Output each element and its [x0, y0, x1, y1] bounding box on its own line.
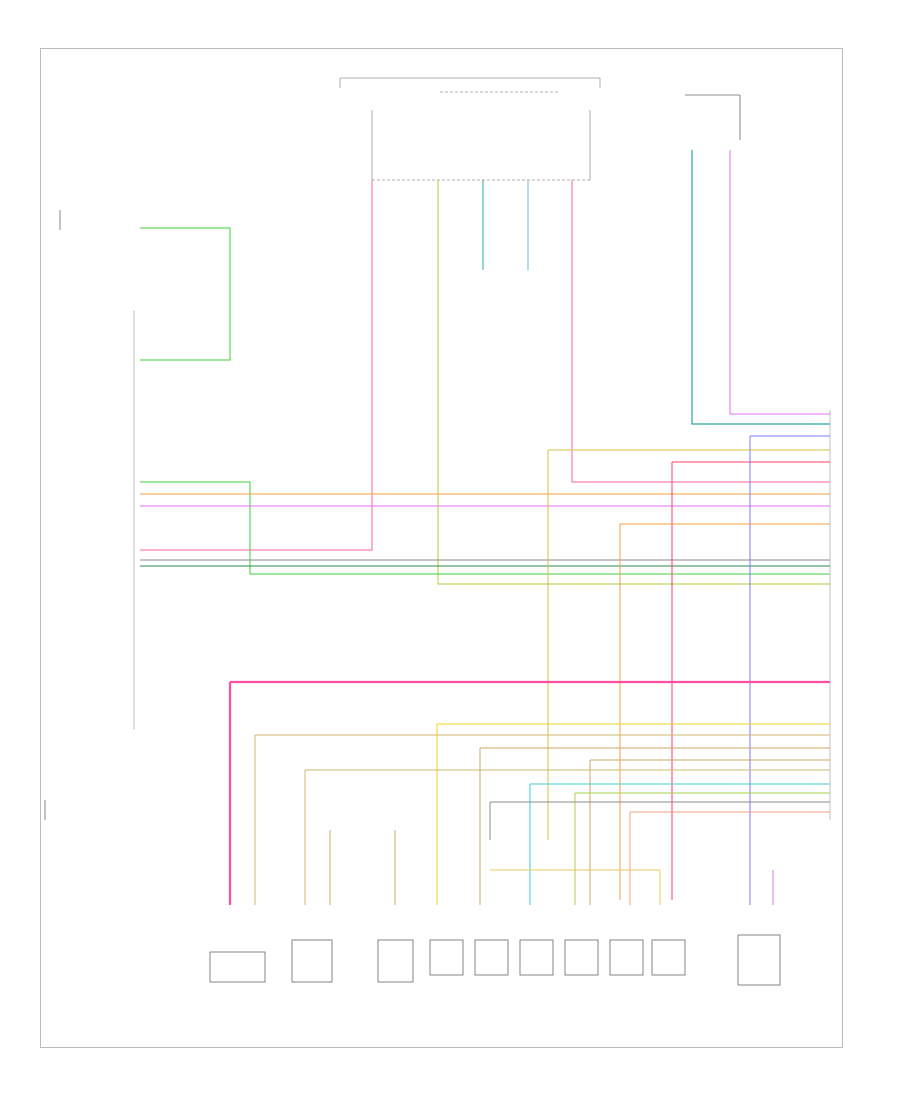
wire-gray-bottom: [489, 801, 830, 840]
wire-pink-thick-horizontal: [228, 680, 830, 905]
wire-green-top: [140, 227, 231, 361]
wire-pink-vertical-2: [571, 180, 830, 483]
wire-tan-bottom-2: [304, 769, 830, 905]
wire-teal-bottom: [529, 783, 830, 905]
wire-bottom-left-sensors: [329, 830, 396, 905]
wire-tan-bottom-3: [479, 747, 830, 905]
wire-yellowgreen-vertical: [437, 180, 830, 585]
wire-teal-right-vertical: [691, 150, 830, 425]
wire-orange-right-short: [619, 523, 830, 900]
sensor-top-right: [685, 94, 741, 140]
wire-tan-bottom-4: [589, 759, 830, 905]
left-connector-clip: [44, 210, 61, 820]
wire-salmon-bottom: [629, 811, 830, 905]
wire-yellow-bottom-2: [490, 869, 661, 905]
wire-magenta-right-vertical: [729, 150, 830, 415]
diagram-frame: [40, 48, 843, 1048]
wire-lime-bottom: [574, 792, 830, 905]
wire-blue-right-vertical: [749, 435, 830, 905]
bottom-components: [209, 934, 781, 986]
top-splice-header: [339, 77, 601, 181]
wire-pink-vertical-1: [140, 180, 373, 551]
wire-tan-bottom-1: [254, 734, 830, 905]
wire-green-horizontal: [140, 481, 830, 575]
wire-yellow-mid-vertical: [547, 449, 830, 840]
wire-yellow-bottom-1: [436, 723, 830, 905]
